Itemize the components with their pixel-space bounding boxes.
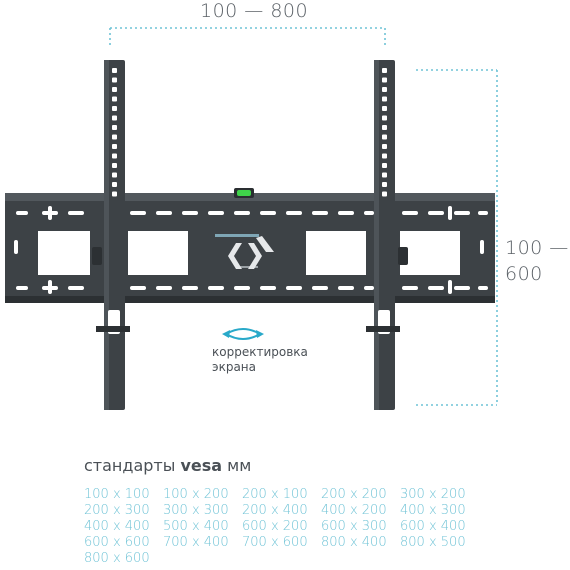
mount-hole: [112, 115, 117, 121]
mount-hole: [112, 68, 117, 73]
vesa-size-item: 800 x 400: [321, 535, 387, 550]
vesa-size-item: 700 x 400: [163, 535, 229, 550]
vesa-heading-bold: vesa: [180, 456, 223, 475]
mount-hole: [112, 134, 117, 140]
mount-hole: [382, 87, 387, 92]
vesa-size-item: 800 x 500: [400, 535, 466, 550]
mount-hole: [112, 77, 117, 83]
vesa-size-item: 600 x 600: [84, 535, 150, 550]
vesa-size-item: 600 x 300: [321, 519, 387, 534]
mount-hole: [382, 172, 387, 178]
vesa-size-item: 100 x 200: [163, 487, 229, 502]
mount-hole: [112, 87, 117, 92]
vesa-size-item: 700 x 600: [242, 535, 308, 550]
vesa-size-grid: 100 x 100 100 x 200 200 x 100 200 x 200 300 …: [84, 487, 484, 566]
vesa-heading-prefix: стандарты: [84, 456, 181, 475]
chevron-logo-icon: [228, 236, 274, 269]
mount-hole: [112, 96, 117, 102]
vesa-size-item: 200 x 200: [321, 487, 387, 502]
height-range-label-line1: 100 —: [505, 237, 569, 259]
mount-hole: [112, 172, 117, 178]
width-dimension-guide: [109, 27, 386, 46]
mount-hole: [112, 182, 117, 187]
right-mounting-arm: [366, 60, 408, 410]
mount-hole: [112, 106, 117, 111]
vesa-size-item: 400 x 300: [400, 503, 466, 518]
mount-hole: [112, 163, 117, 168]
mount-hole: [382, 77, 387, 83]
vesa-size-item: 200 x 300: [84, 503, 150, 518]
mount-hole: [382, 163, 387, 168]
mount-hole: [382, 182, 387, 187]
rotate-arrows-icon: [222, 328, 264, 340]
mount-hole: [112, 153, 117, 159]
left-mounting-arm: [92, 60, 130, 410]
vesa-heading: стандарты vesa мм: [84, 456, 251, 475]
mount-hole: [382, 153, 387, 159]
vesa-size-item: 500 x 400: [163, 519, 229, 534]
width-range-label: 100 — 800: [200, 0, 309, 22]
height-dimension-guide: [416, 69, 498, 406]
mount-hole: [382, 115, 387, 121]
mount-hole: [112, 144, 117, 149]
vesa-size-item: 200 x 400: [242, 503, 308, 518]
height-range-label-line2: 600: [505, 263, 543, 285]
vesa-size-item: 800 x 600: [84, 551, 150, 566]
mount-hole: [382, 106, 387, 111]
wall-plate: [5, 193, 495, 303]
mount-hole: [382, 96, 387, 102]
vesa-heading-suffix: мм: [222, 456, 252, 475]
mount-hole: [382, 191, 387, 197]
vesa-size-item: 400 x 200: [321, 503, 387, 518]
spirit-level-icon: [234, 188, 254, 198]
screen-adjust-line1: корректировка: [212, 345, 308, 359]
vesa-size-item: 100 x 100: [84, 487, 150, 502]
vesa-size-item: 600 x 200: [242, 519, 308, 534]
mount-hole: [382, 125, 387, 130]
vesa-size-item: 600 x 400: [400, 519, 466, 534]
vesa-size-item: 300 x 300: [163, 503, 229, 518]
screen-adjust-line2: экрана: [212, 360, 257, 374]
vesa-size-item: 400 x 400: [84, 519, 150, 534]
mount-hole: [382, 144, 387, 149]
mount-hole: [112, 191, 117, 197]
mount-hole: [382, 134, 387, 140]
screen-adjust-label: корректировка экрана: [212, 345, 308, 375]
mount-hole: [112, 125, 117, 130]
vesa-size-item: 300 x 200: [400, 487, 466, 502]
vesa-size-item: 200 x 100: [242, 487, 308, 502]
mount-hole: [382, 68, 387, 73]
